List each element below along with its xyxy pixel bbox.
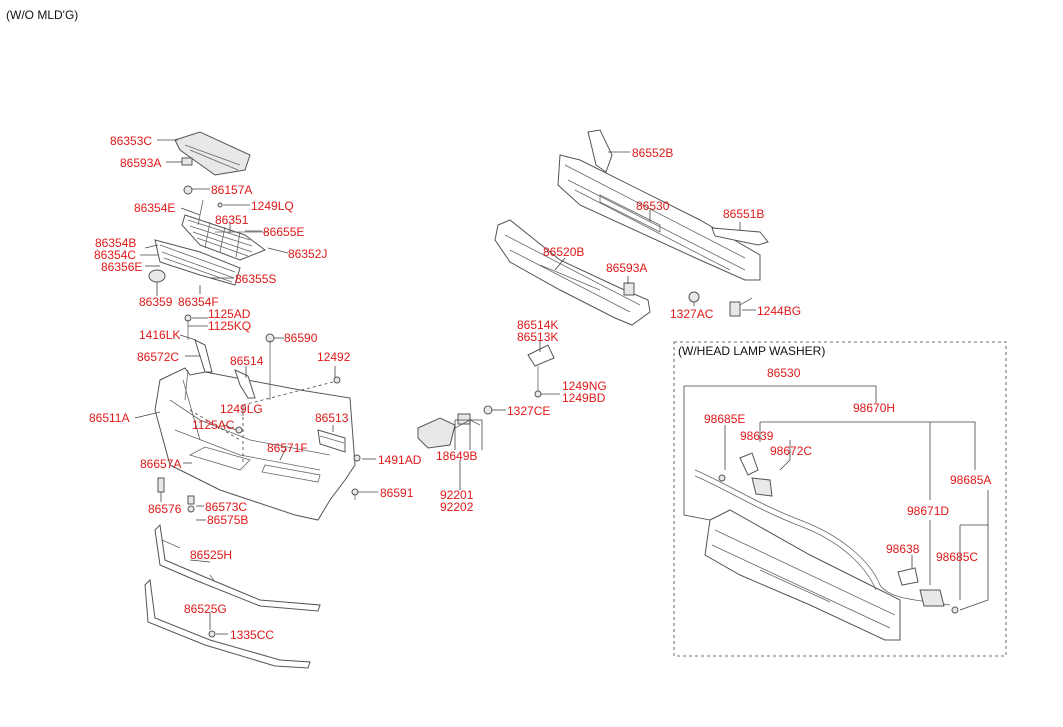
part-labels: 86353C 86593A 86157A 86354E 1249LQ 86351… (89, 134, 991, 642)
bumper-bracket-86513 (317, 429, 346, 453)
part-label: 1249BD (562, 391, 606, 405)
leader-lines (134, 139, 989, 635)
part-label: 86575B (207, 513, 248, 527)
part-label: 18649B (436, 449, 477, 463)
washer-reinforcement-beam (704, 509, 901, 641)
part-label: 98672C (770, 444, 812, 458)
part-label: 86590 (284, 331, 318, 345)
part-label: 86351 (215, 213, 249, 227)
part-label: 86514 (230, 354, 264, 368)
part-label: 86573C (205, 500, 247, 514)
part-label: 86530 (767, 366, 801, 380)
part-label: 1335CC (230, 628, 274, 642)
part-label: 86551B (723, 207, 764, 221)
part-label: 92202 (440, 500, 474, 514)
part-label: 86525H (190, 548, 232, 562)
part-label: 98671D (907, 504, 949, 518)
part-label: 1125AD (208, 307, 251, 321)
part-label: 86354F (178, 295, 219, 309)
part-label: 86513 (315, 411, 349, 425)
washer-nozzle-98672C (751, 477, 773, 497)
part-label: 86520B (543, 245, 584, 259)
washer-inset-title: (W/HEAD LAMP WASHER) (678, 344, 825, 358)
washer-hose (694, 469, 951, 606)
bumper-reinforcement-beam (557, 154, 761, 281)
screw (333, 376, 341, 384)
part-label: 86530 (636, 199, 670, 213)
clip (235, 426, 243, 434)
part-label: 86513K (517, 330, 558, 344)
clip-part (181, 157, 193, 166)
washer-cover-98638 (897, 567, 919, 586)
part-label: 92201 (440, 488, 474, 502)
lower-garnish-86525G (144, 578, 311, 669)
bolt (729, 301, 741, 317)
part-label: 86511A (89, 411, 129, 425)
part-label: 86514K (517, 318, 558, 332)
nut (483, 405, 493, 415)
fog-lamp-bulb (457, 413, 471, 425)
washer-nozzle-98671D (919, 589, 945, 607)
part-label: 1249NG (562, 379, 607, 393)
emblem (148, 269, 166, 283)
part-label: 86353C (110, 134, 152, 148)
part-label: 86572C (137, 350, 179, 364)
radiator-grille (181, 214, 267, 261)
part-label: 86157A (211, 183, 252, 197)
part-label: 1491AD (378, 453, 422, 467)
part-label: 1125KQ (208, 319, 251, 333)
part-label: 98685C (936, 550, 978, 564)
part-label: 1249LG (220, 402, 263, 416)
part-label: 98670H (853, 401, 895, 415)
part-label: 12492 (317, 350, 351, 364)
fog-lamp (417, 417, 456, 449)
part-label: 1327CE (507, 404, 550, 418)
part-label: 86576 (148, 502, 182, 516)
part-label: 86525G (184, 602, 227, 616)
part-label: 86657A (140, 457, 181, 471)
part-label: 1327AC (670, 307, 714, 321)
part-label: 1125AC (192, 418, 235, 432)
bracket-86514K (527, 344, 555, 367)
lower-garnish-86525H (154, 523, 321, 612)
variant-heading: (W/O MLD'G) (6, 8, 79, 22)
part-label: 98685E (704, 412, 745, 426)
bumper-cover (154, 367, 356, 521)
washer-inset-frame (673, 341, 1007, 657)
part-label: 98639 (740, 429, 774, 443)
part-label: 86359 (139, 295, 173, 309)
part-label: 86593A (606, 261, 647, 275)
grille-upper-bracket (174, 131, 251, 176)
part-label: 1416LK (139, 328, 180, 342)
part-label: 1244BG (757, 304, 801, 318)
part-label: 86356E (101, 260, 142, 274)
part-label: 86354C (94, 248, 136, 262)
part-label: 98638 (886, 542, 920, 556)
bumper-bracket-left (194, 339, 213, 373)
part-label: 86352J (288, 247, 327, 261)
part-label: 86571F (267, 441, 308, 455)
part-label: 86655E (263, 225, 304, 239)
grille-mesh (154, 239, 241, 286)
washer-cover-98639 (739, 452, 759, 476)
part-label: 86593A (120, 156, 161, 170)
part-label: 86354B (95, 236, 136, 250)
clip-part (623, 282, 635, 296)
side-bracket-86551B (711, 227, 769, 246)
grille-fastener (183, 185, 193, 195)
part-label: 86354E (134, 201, 175, 215)
part-label: 98685A (950, 473, 991, 487)
part-label: 86552B (632, 146, 673, 160)
upper-bracket-86552B (587, 129, 613, 173)
part-label: 1249LQ (251, 199, 294, 213)
energy-absorber (494, 219, 651, 326)
nut (353, 454, 361, 462)
part-label: 86591 (380, 486, 414, 500)
part-label: 86355S (235, 272, 276, 286)
nut (688, 291, 700, 303)
